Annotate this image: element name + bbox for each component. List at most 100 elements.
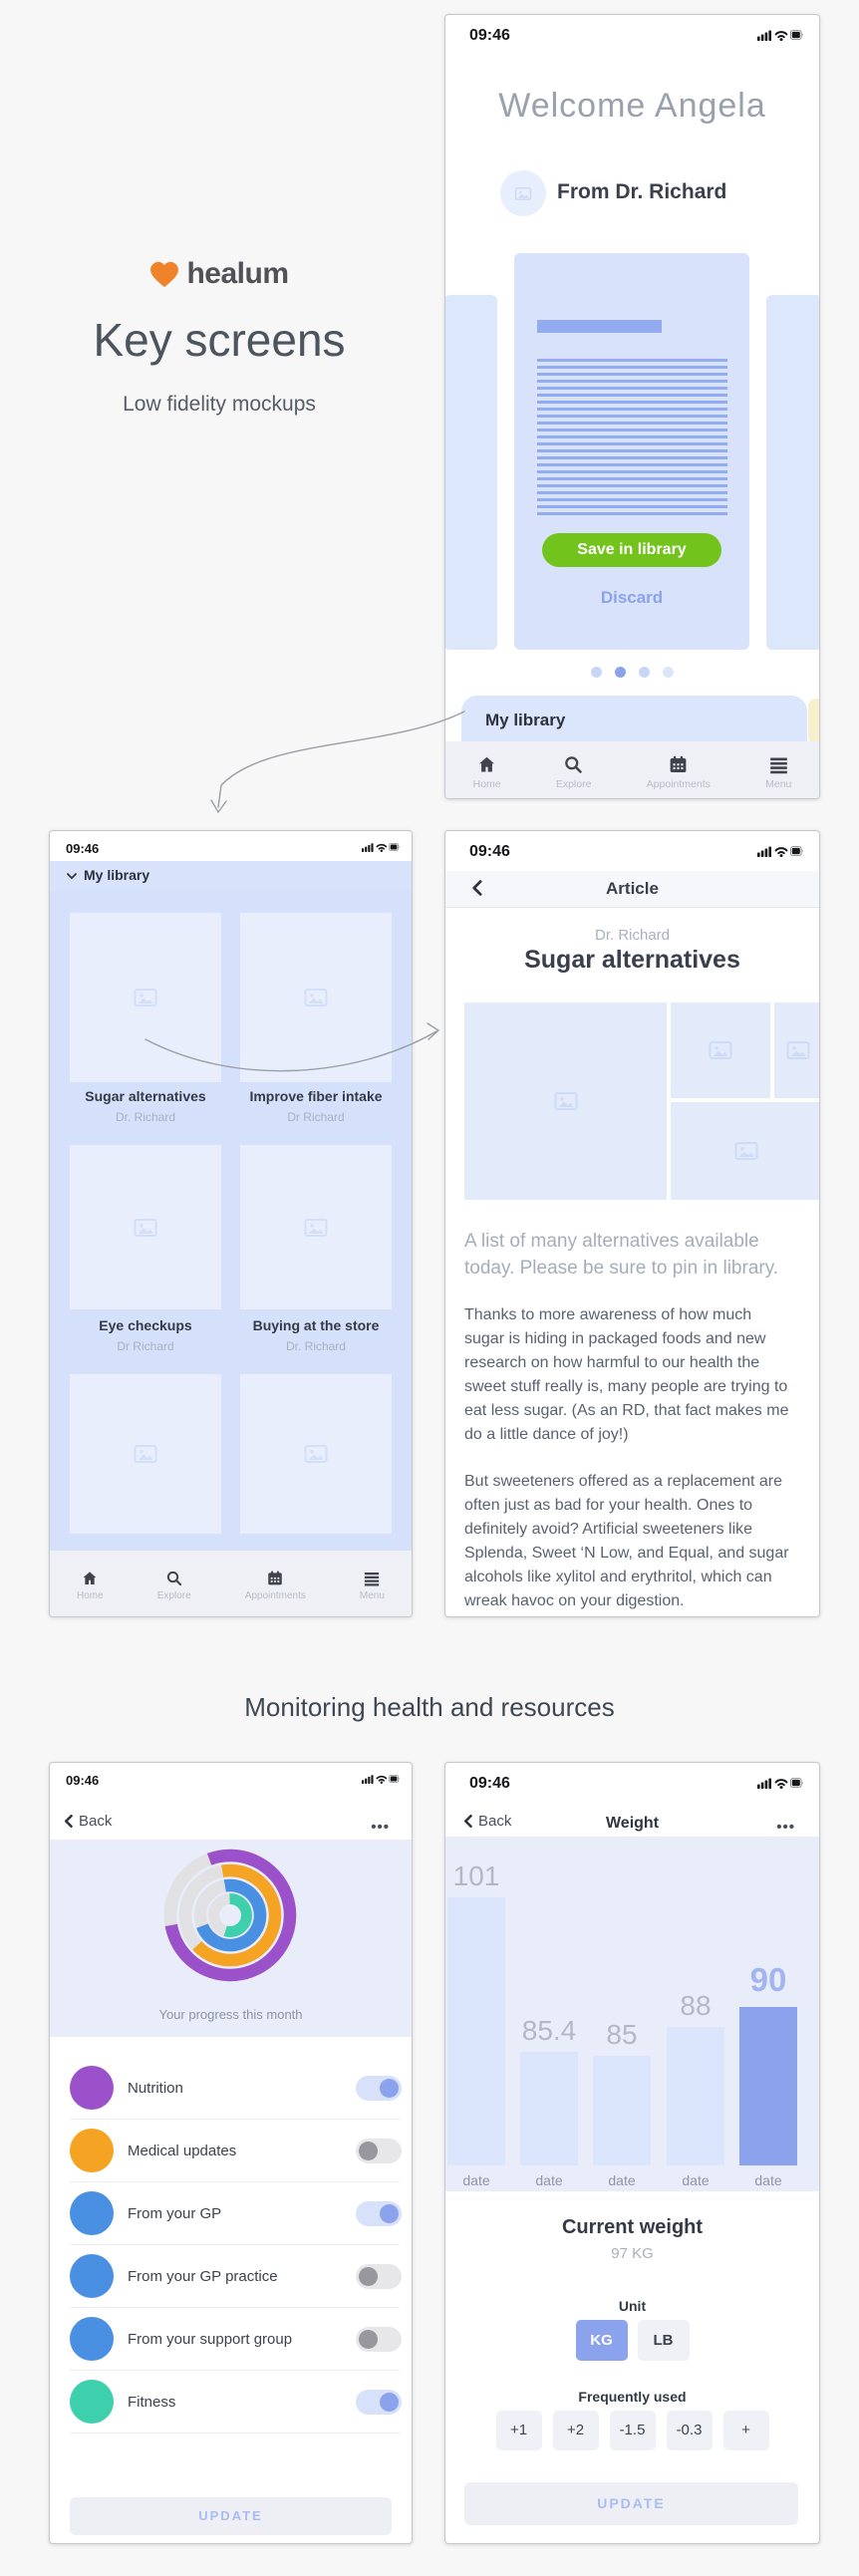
toggle-switch[interactable] [356, 2327, 402, 2352]
bar-value: 85.4 [521, 2015, 577, 2046]
article-screen: 09:46 Article Dr. Richard Sugar alternat… [444, 830, 820, 1617]
nav-item-explore[interactable]: Explore [157, 1566, 191, 1601]
update-button[interactable]: UPDATE [70, 2497, 392, 2535]
article-paragraph: Thanks to more awareness of how much sug… [464, 1306, 789, 1443]
bar [447, 1897, 505, 2165]
chip-minus-1-5[interactable]: -1.5 [609, 2411, 656, 2450]
image-placeholder-icon [513, 185, 533, 202]
library-tile[interactable] [70, 1145, 221, 1309]
status-time: 09:46 [66, 841, 100, 856]
back-button[interactable]: Back [64, 1813, 112, 1830]
library-tile[interactable] [70, 1374, 221, 1534]
discard-button[interactable]: Discard [600, 588, 664, 607]
search-icon [565, 755, 582, 773]
card-text-lines [537, 359, 727, 519]
library-tile[interactable] [240, 913, 392, 1082]
back-label: Back [478, 1813, 512, 1830]
weight-bar-chart: 101 date 85.4 date 85 date 88 date [445, 1837, 819, 2191]
switch-knob [380, 2204, 399, 2223]
bars-container: 101 date 85.4 date 85 date 88 date [445, 1837, 819, 2188]
library-tile[interactable] [240, 1145, 392, 1309]
toggle-row: From your support group [50, 2308, 412, 2371]
library-header-label: My library [84, 867, 150, 883]
row-divider [70, 2370, 400, 2371]
status-icons [362, 1774, 400, 1784]
chip-plus-2[interactable]: +2 [552, 2411, 599, 2450]
back-chevron-icon[interactable] [471, 879, 482, 897]
carousel-pagination[interactable] [445, 667, 819, 678]
tile-author: Dr. Richard [115, 1110, 176, 1124]
bar-date-label: date [608, 2172, 636, 2188]
status-time: 09:46 [469, 27, 510, 44]
save-in-library-button[interactable]: Save in library [542, 533, 721, 567]
nav-item-menu[interactable]: Menu [360, 1566, 385, 1601]
toggle-switch[interactable] [356, 2201, 402, 2226]
tile-title: Sugar alternatives [85, 1088, 206, 1104]
nav-item-explore[interactable]: Explore [556, 750, 591, 790]
bar-value: 101 [452, 1860, 500, 1891]
intro-block: healum Key screens Low fidelity mockups [40, 257, 399, 417]
switch-knob [359, 2267, 378, 2286]
article-image-large [464, 1002, 667, 1200]
update-button[interactable]: UPDATE [464, 2482, 798, 2525]
chip-minus-0-3[interactable]: -0.3 [666, 2411, 713, 2450]
bar-value: 90 [749, 1961, 787, 1998]
carousel-card-next[interactable] [766, 295, 819, 650]
more-menu-icon[interactable]: ••• [371, 1819, 390, 1836]
unit-kg-button[interactable]: KG [575, 2320, 628, 2361]
row-divider [70, 2181, 400, 2182]
calendar-icon [670, 755, 687, 772]
toggle-row: Nutrition [50, 2057, 412, 2120]
library-tile[interactable] [70, 913, 221, 1082]
switch-knob [359, 2330, 378, 2349]
menu-icon [365, 1573, 380, 1586]
card-from-label: From Dr. Richard [557, 180, 727, 203]
tile-author: Dr Richard [117, 1339, 174, 1353]
toggle-switch[interactable] [356, 2139, 402, 2163]
chip-plus-custom[interactable]: + [722, 2411, 769, 2450]
bar-date-label: date [682, 2172, 710, 2188]
image-placeholder-icon [302, 986, 330, 1009]
more-menu-icon[interactable]: ••• [776, 1819, 795, 1836]
bottom-nav: Home Explore Appointments Menu [445, 741, 819, 798]
image-placeholder-icon [784, 1038, 812, 1062]
article-teaser: A list of many alternatives available to… [464, 1231, 779, 1279]
my-library-bar-label: My library [485, 711, 566, 729]
library-header[interactable]: My library [50, 861, 412, 891]
page-dot[interactable] [591, 667, 602, 678]
image-placeholder-icon [302, 1216, 330, 1240]
back-button[interactable]: Back [463, 1813, 511, 1830]
bar [593, 2056, 651, 2165]
nav-label: Home [472, 777, 501, 790]
frequently-used-label: Frequently used [578, 2389, 687, 2405]
nav-item-appointments[interactable]: Appointments [647, 750, 711, 790]
toggle-switch[interactable] [356, 2076, 402, 2101]
page-dot-active[interactable] [615, 667, 626, 678]
tile-title: Eye checkups [99, 1317, 192, 1333]
chip-plus-1[interactable]: +1 [495, 2411, 542, 2450]
nav-label: Menu [359, 1590, 385, 1601]
progress-rings-chart [163, 1849, 297, 1982]
carousel-card-prev[interactable] [445, 295, 497, 650]
page-dot[interactable] [639, 667, 650, 678]
bar [739, 2007, 797, 2165]
unit-lb-button[interactable]: LB [637, 2320, 690, 2361]
nav-label: Appointments [244, 1590, 306, 1601]
toggle-row: From your GP [50, 2182, 412, 2245]
nav-item-home[interactable]: Home [473, 750, 501, 790]
avatar [500, 170, 546, 216]
tile-author: Dr Richard [287, 1110, 345, 1124]
toggle-switch[interactable] [356, 2264, 402, 2289]
nav-item-appointments[interactable]: Appointments [245, 1566, 306, 1601]
category-dot [70, 2380, 114, 2424]
article-image-wide [671, 1102, 819, 1200]
bar [520, 2052, 578, 2165]
home-icon [479, 756, 495, 771]
page-dot[interactable] [663, 667, 674, 678]
bar [667, 2027, 724, 2165]
toggle-switch[interactable] [356, 2390, 402, 2415]
nav-item-home[interactable]: Home [77, 1566, 104, 1601]
library-tile[interactable] [240, 1374, 392, 1534]
progress-caption: Your progress this month [158, 2007, 303, 2022]
nav-item-menu[interactable]: Menu [765, 750, 791, 790]
